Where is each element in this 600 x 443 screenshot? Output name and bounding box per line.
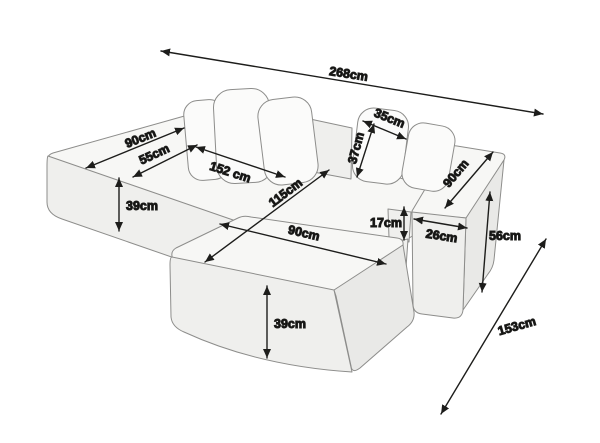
dim-overall-depth-arrow xyxy=(440,238,547,415)
dim-armrest-height-label: 56cm xyxy=(489,229,521,243)
dim-ottoman-height-label: 39cm xyxy=(274,317,306,331)
dim-armrest-width-arrow xyxy=(413,216,468,231)
dim-chaise-seat-depth-arrow xyxy=(132,144,198,178)
dim-seat-edge-height-label: 17cm xyxy=(370,216,402,230)
pillow xyxy=(257,96,319,186)
dim-ottoman-height: 39cm xyxy=(263,285,306,359)
ottoman-front-face xyxy=(169,256,353,373)
dim-armrest-depth-arrow xyxy=(444,151,494,209)
dim-seat-edge-height: 17cm xyxy=(370,206,408,241)
dim-overall-width-label: 268cm xyxy=(328,64,369,84)
dim-overall-depth-label: 153cm xyxy=(496,314,537,338)
dim-ottoman-length-arrow xyxy=(219,222,387,266)
dim-overall-width: 268cm xyxy=(160,48,544,117)
dim-chaise-height: 39cm xyxy=(115,177,158,232)
dim-pillow-height-arrow xyxy=(355,123,376,178)
dim-chaise-height-label: 39cm xyxy=(126,199,158,213)
dim-pillow-width-arrow xyxy=(362,120,407,140)
dim-overall-width-arrow xyxy=(160,48,544,117)
